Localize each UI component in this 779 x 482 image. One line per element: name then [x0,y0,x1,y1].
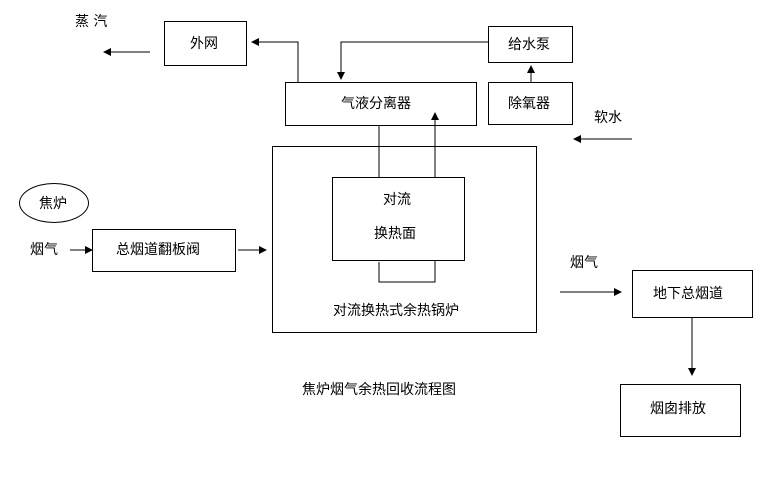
main-flue-valve-box [92,229,236,272]
coke-oven-label: 焦炉 [39,196,67,212]
coke-oven-ellipse [19,183,89,223]
soft-water-label: 软水 [594,110,622,126]
gas-liquid-separator-box [285,82,477,126]
feed-pump-box [488,26,573,63]
convection-surface-label-1: 对流 [383,192,411,208]
waste-heat-boiler-box [272,146,537,333]
flue-gas-left-label: 烟气 [30,242,58,258]
diagram-caption: 焦炉烟气余热回收流程图 [302,382,456,398]
underground-flue-box [632,270,753,318]
outer-net-box [164,21,247,66]
flue-gas-right-label: 烟气 [570,255,598,271]
convection-surface-label-2: 换热面 [374,226,416,242]
pump-to-separator-arrow [337,41,488,80]
outer-net-label: 外网 [190,36,218,52]
waste-heat-boiler-label: 对流换热式余热锅炉 [333,303,459,319]
deaerator-box [488,82,573,125]
convection-surface-box [332,177,465,261]
underground-flue-label: 地下总烟道 [653,286,723,302]
deaerator-label: 除氧器 [508,96,550,112]
chimney-discharge-box [620,384,741,437]
separator-to-outer-net-arrow [251,38,299,82]
steam-label: 蒸 汽 [75,14,108,30]
chimney-discharge-label: 烟囱排放 [650,401,706,417]
main-flue-valve-label: 总烟道翻板阀 [116,242,200,258]
gas-liquid-separator-label: 气液分离器 [341,96,411,112]
feed-pump-label: 给水泵 [508,37,550,53]
